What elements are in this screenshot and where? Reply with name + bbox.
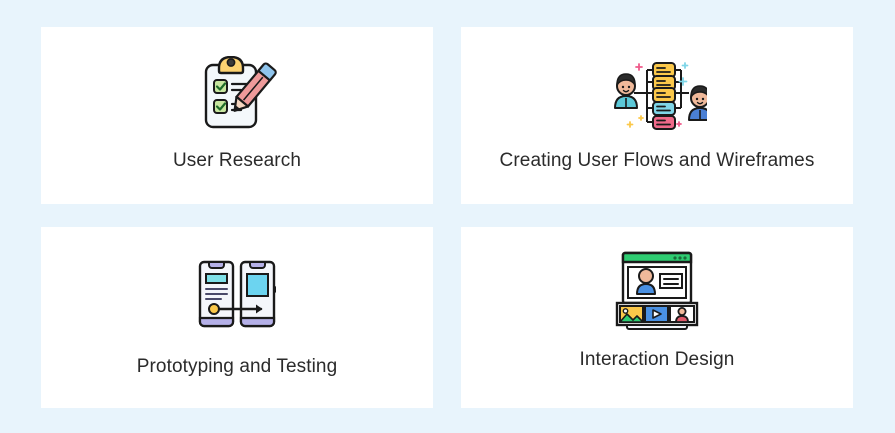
card-creating-user-flows-and-wireframes[interactable]: Creating User Flows and Wireframes xyxy=(461,27,853,204)
clipboard-checklist-pencil-icon xyxy=(193,56,281,134)
card-user-research[interactable]: User Research xyxy=(41,27,433,204)
card-label-creating-user-flows-and-wireframes: Creating User Flows and Wireframes xyxy=(499,150,815,171)
browser-media-cards-icon xyxy=(613,249,701,331)
card-label-interaction-design: Interaction Design xyxy=(579,349,735,370)
card-label-prototyping-and-testing: Prototyping and Testing xyxy=(136,356,338,377)
card-interaction-design[interactable]: Interaction Design xyxy=(461,227,853,408)
two-phones-prototype-flow-icon xyxy=(196,257,278,331)
user-flow-diagram-icon xyxy=(607,58,707,134)
card-label-user-research: User Research xyxy=(172,150,301,171)
feature-card-grid: User Research xyxy=(41,27,853,408)
card-prototyping-and-testing[interactable]: Prototyping and Testing xyxy=(41,227,433,408)
